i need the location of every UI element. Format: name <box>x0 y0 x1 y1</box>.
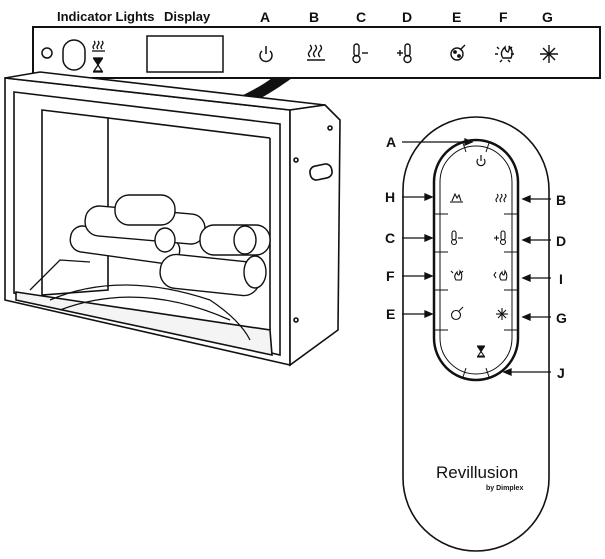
remote-heat-icon <box>495 193 507 203</box>
remote-label-d: D <box>556 233 567 249</box>
heat-icon <box>307 44 325 61</box>
flame-brightness-icon <box>495 45 514 63</box>
remote-temp-down-icon <box>450 230 463 246</box>
column-letter-a: A <box>260 9 271 25</box>
indicator-light-round <box>41 47 53 59</box>
column-letter-b: B <box>309 9 320 25</box>
fireplace-logs <box>69 194 271 297</box>
remote-label-e: E <box>386 306 396 322</box>
remote-label-j: J <box>557 365 565 381</box>
column-letter-d: D <box>402 9 413 25</box>
callout-arrows <box>402 138 551 376</box>
remote-sub-brand: by Dimplex <box>486 485 524 492</box>
temp-down-icon <box>352 43 368 64</box>
temp-up-icon <box>397 43 412 64</box>
remote-brand: Revillusion <box>436 463 519 482</box>
remote-label-f: F <box>386 268 395 284</box>
remote-label-i: I <box>559 271 563 287</box>
column-letter-f: F <box>499 9 508 25</box>
remote-label-c: C <box>385 230 396 246</box>
log-grate <box>29 259 251 341</box>
color-palette-icon <box>450 44 466 61</box>
remote-flame-speed-icon <box>493 269 508 281</box>
remote-label-a: A <box>386 134 397 150</box>
light-icon <box>540 45 558 63</box>
column-letter-c: C <box>356 9 367 25</box>
column-letter-g: G <box>542 9 553 25</box>
remote-flame-icon <box>450 192 463 203</box>
remote-temp-up-icon <box>494 230 507 246</box>
remote-label-h: H <box>385 189 396 205</box>
remote-color-icon <box>450 306 464 321</box>
remote-power-icon <box>476 155 486 167</box>
remote-timer-icon <box>476 345 486 358</box>
indicator-light-oval <box>62 39 86 71</box>
power-icon <box>259 46 273 63</box>
display-label: Display <box>164 9 211 24</box>
indicator-heat-icon <box>92 40 105 52</box>
indicator-lights-label: Indicator Lights <box>57 9 155 24</box>
indicator-timer-icon <box>92 57 104 73</box>
remote-label-g: G <box>556 310 567 326</box>
remote-button-pad <box>432 138 520 382</box>
remote-flame-brightness-icon <box>450 269 464 281</box>
display-window <box>146 35 224 73</box>
control-panel <box>32 26 601 79</box>
column-letter-e: E <box>452 9 462 25</box>
remote-label-b: B <box>556 192 567 208</box>
remote-light-icon <box>496 308 508 320</box>
